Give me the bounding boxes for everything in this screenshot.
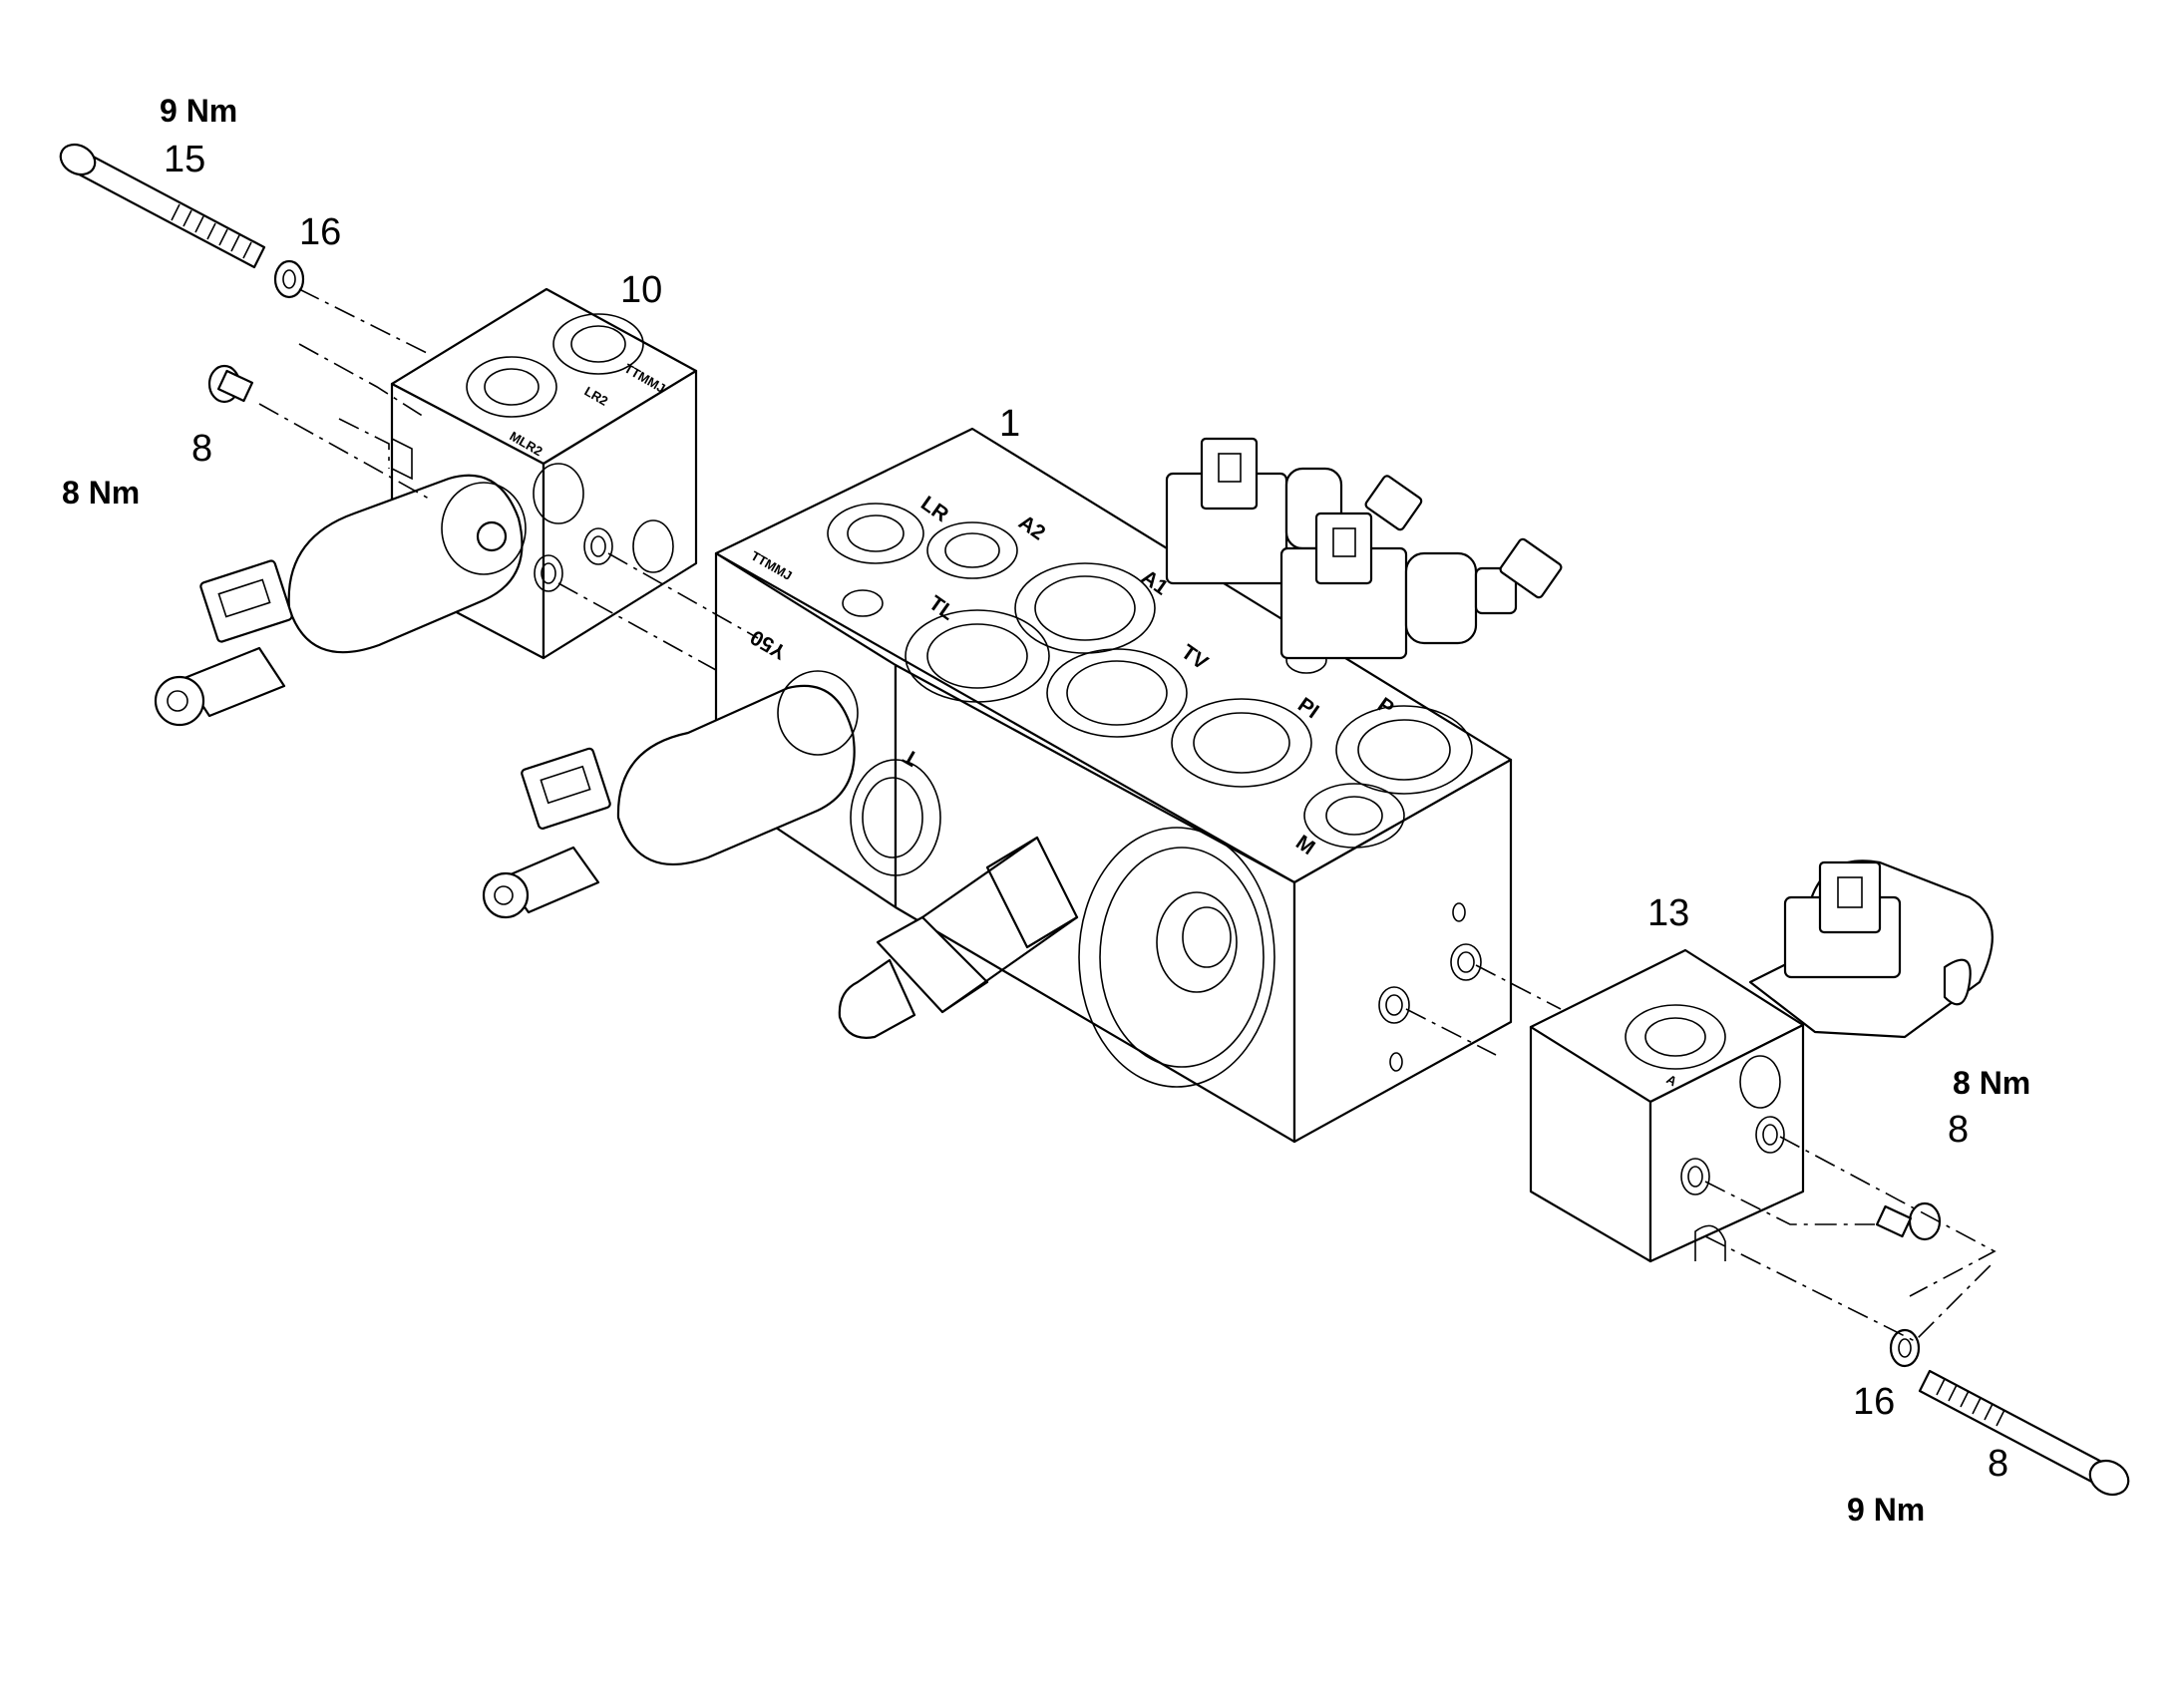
callout-16-top: 16	[299, 211, 341, 253]
callout-16-bottom: 16	[1853, 1381, 1895, 1423]
callout-13: 13	[1647, 892, 1689, 934]
bolt-8-bottom	[1918, 1369, 2130, 1497]
right-solenoid	[1748, 859, 1994, 1039]
t-port-face	[850, 759, 941, 876]
assembly-centerlines	[258, 288, 1997, 1342]
callout-1: 1	[999, 403, 1020, 445]
callout-15: 15	[164, 139, 205, 180]
bolt-15	[59, 143, 266, 269]
plug-8-right	[1875, 1201, 1942, 1241]
callout-8-right: 8	[1948, 1109, 1969, 1151]
main-block-ports	[827, 503, 1473, 849]
right-valve-block	[1529, 948, 1805, 1263]
left-solenoid	[154, 474, 527, 727]
torque-plug-right: 8 Nm	[1953, 1065, 2030, 1101]
torque-bolt-bottom: 9 Nm	[1847, 1492, 1925, 1528]
relief-cartridge	[838, 836, 1079, 1039]
torque-bolt-top: 9 Nm	[160, 93, 237, 129]
callout-8-bottom: 8	[1988, 1443, 2008, 1485]
solenoid-y50	[482, 670, 859, 919]
washer-16-bottom	[1889, 1328, 1921, 1368]
callout-8-top: 8	[191, 428, 212, 470]
main-block-front-bore	[1078, 827, 1275, 1088]
rear-solenoids	[1165, 437, 1563, 660]
torque-plug-top: 8 Nm	[62, 475, 140, 511]
washer-16-top	[273, 259, 305, 299]
plug-8-top	[207, 364, 254, 404]
callout-10: 10	[620, 269, 662, 311]
